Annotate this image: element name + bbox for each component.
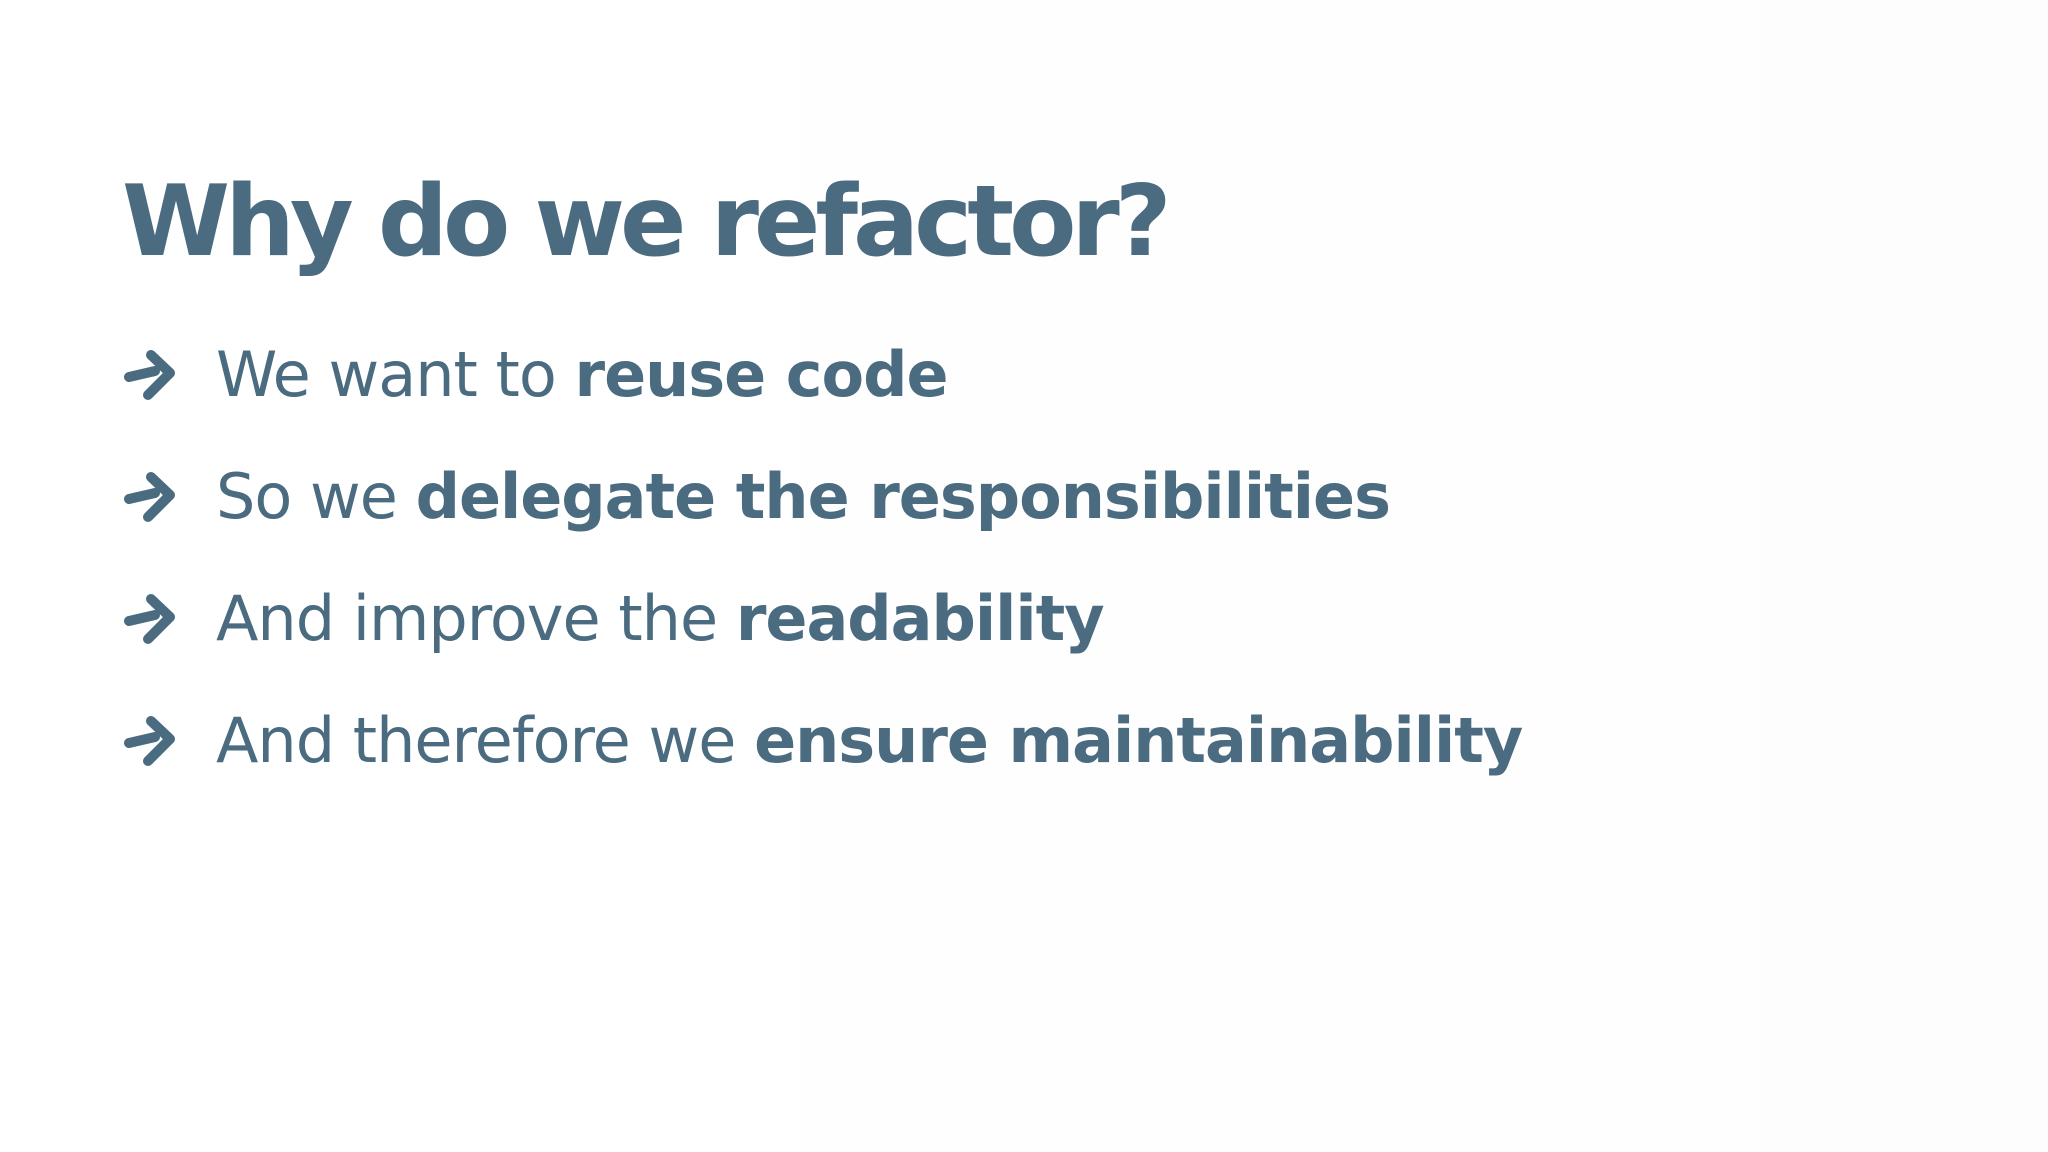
bullet-text-bold: readability bbox=[735, 581, 1105, 655]
bullet-item-3: And improve the readability bbox=[122, 558, 1522, 680]
bullet-text-normal: We want to bbox=[216, 337, 575, 411]
bullet-text-normal: And therefore we bbox=[216, 703, 755, 777]
bullet-text-bold: reuse code bbox=[574, 337, 949, 411]
bullet-item-1: We want to reuse code bbox=[122, 314, 1522, 436]
bullet-text: And therefore we ensure maintainability bbox=[216, 703, 1523, 777]
bullet-text: So we delegate the responsibilities bbox=[216, 459, 1391, 533]
bullet-text-bold: ensure maintainability bbox=[754, 703, 1523, 777]
bullet-text-bold: delegate the responsibilities bbox=[415, 459, 1391, 533]
bullet-text-normal: And improve the bbox=[216, 581, 736, 655]
bullet-item-4: And therefore we ensure maintainability bbox=[122, 680, 1523, 802]
right-arrow-icon bbox=[124, 472, 175, 522]
bullet-list: We want to reuse code So we delegate the… bbox=[122, 314, 1523, 802]
bullet-text: We want to reuse code bbox=[216, 337, 949, 411]
right-arrow-icon bbox=[124, 716, 175, 766]
slide-title: Why do we refactor? bbox=[122, 164, 1172, 279]
bullet-item-2: So we delegate the responsibilities bbox=[122, 436, 1522, 558]
bullet-text: And improve the readability bbox=[216, 581, 1105, 655]
bullet-text-normal: So we bbox=[216, 459, 416, 533]
right-arrow-icon bbox=[124, 594, 175, 644]
right-arrow-icon bbox=[124, 350, 175, 400]
